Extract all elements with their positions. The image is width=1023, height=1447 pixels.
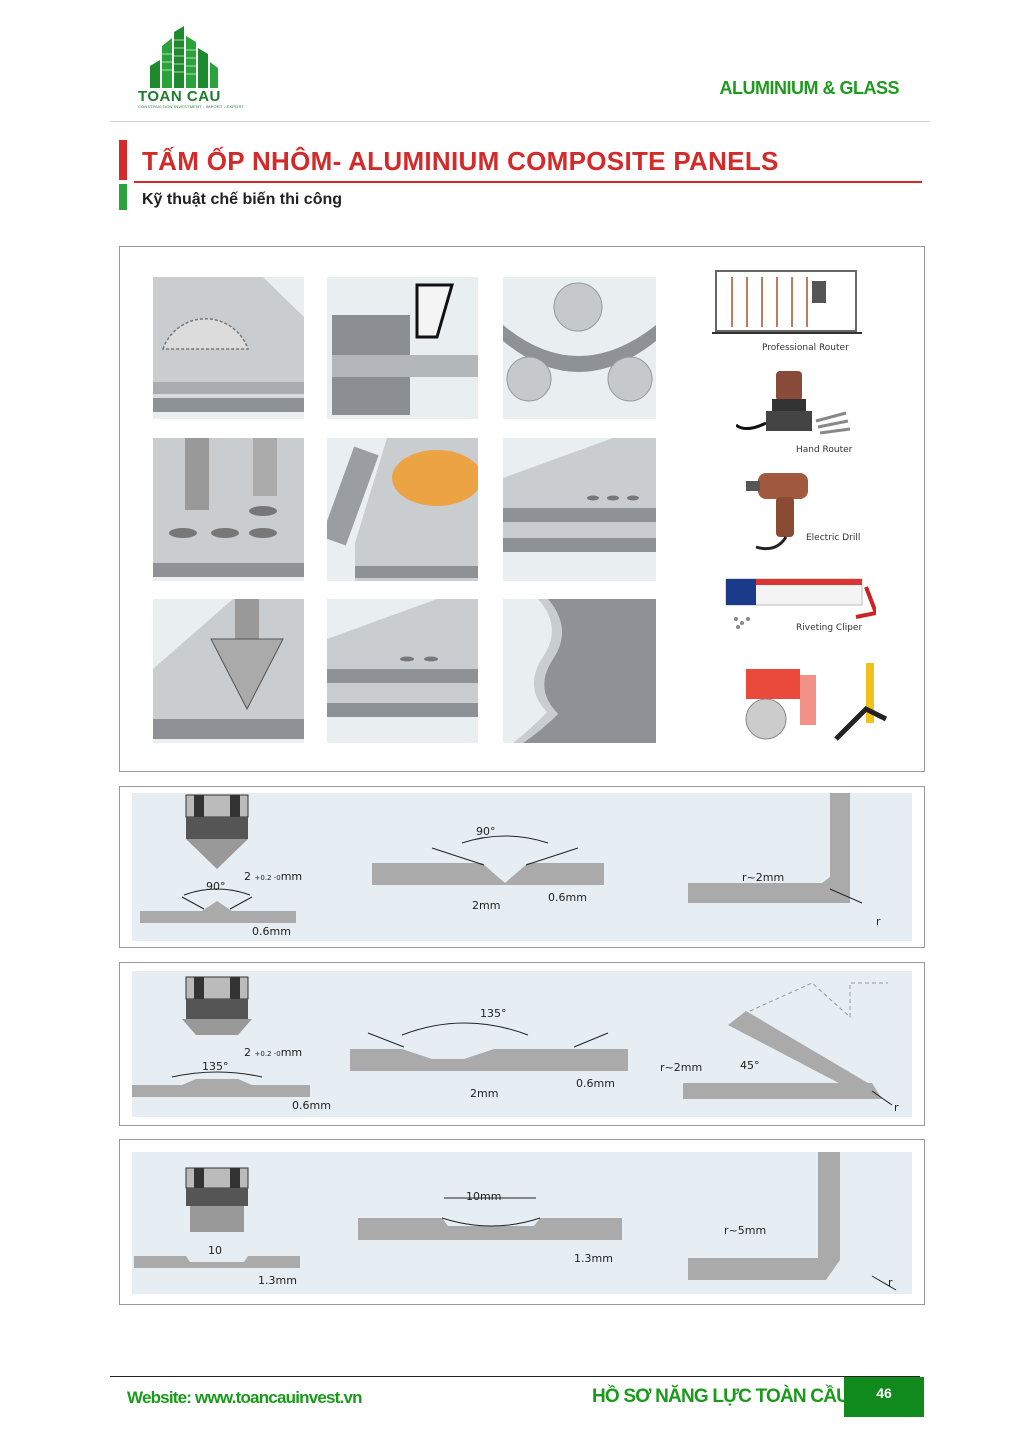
countersink-illustration: [153, 599, 304, 743]
building-logo-icon: [150, 26, 218, 88]
tool-label-professional-router: Professional Router: [762, 343, 849, 353]
row2-bit-angle: 135°: [202, 1060, 229, 1073]
groove-90-panel: 2 +0.2 -0mm 90° 0.6mm 90° 2mm 0.6mm r~2m…: [119, 786, 925, 948]
row1-groove-angle: 90°: [476, 825, 496, 838]
title-accent-bar: [119, 140, 127, 180]
row2-groove-width: 2mm: [470, 1087, 499, 1100]
footer-company: HỒ SƠ NĂNG LỰC TOÀN CẦU: [592, 1386, 850, 1407]
company-logo: TOAN CAU CONSTRUCTION INVESTMENT - IMPOR…: [136, 26, 244, 109]
section-header: ALUMINIUM & GLASS: [719, 78, 900, 98]
footer-divider: [110, 1376, 920, 1377]
tool-label-hand-router: Hand Router: [796, 445, 853, 455]
row1-bit-angle: 90°: [206, 880, 226, 893]
riveting-illustration: [503, 438, 656, 581]
hand-router-icon: [736, 371, 851, 435]
row1-bit-depth: 0.6mm: [252, 925, 291, 938]
logo-name: TOAN CAU: [138, 88, 221, 105]
row3-bend-r: r: [888, 1276, 893, 1289]
row1-bit-gap: 2 +0.2 -0mm: [244, 870, 303, 883]
row2-bit-depth: 0.6mm: [292, 1099, 331, 1112]
row1-bend-radius: r~2mm: [742, 871, 785, 884]
footer-website: Website: www.toancauinvest.vn: [127, 1388, 363, 1407]
row2-bend-angle: 45°: [740, 1059, 760, 1072]
row2-groove-depth: 0.6mm: [576, 1077, 615, 1090]
page-subtitle: Kỹ thuật chế biến thi công: [142, 191, 343, 208]
process-panel: Professional Router Hand Router Electric…: [119, 246, 925, 772]
groove-135-panel: 2 +0.2 -0mm 135° 0.6mm 135° 2mm 0.6mm r~…: [119, 962, 925, 1126]
roll-bending-illustration: [503, 277, 656, 419]
saw-cutting-illustration: [153, 277, 304, 419]
subtitle-accent-bar: [119, 184, 127, 210]
row3-groove-width: 10mm: [466, 1190, 502, 1203]
title-underline: [134, 181, 922, 183]
tools-column: Professional Router Hand Router Electric…: [706, 267, 896, 747]
electric-drill-icon: [746, 473, 808, 551]
screw-fixing-illustration: [327, 599, 478, 743]
professional-router-icon: [712, 270, 862, 334]
row1-bend-r: r: [876, 915, 881, 928]
drilling-illustration: [153, 438, 304, 581]
page-title: TẤM ỐP NHÔM- ALUMINIUM COMPOSITE PANELS: [142, 146, 779, 176]
cutting-tools-icon: [745, 663, 888, 741]
row1-groove-depth: 0.6mm: [548, 891, 587, 904]
tool-label-riveting-cliper: Riveting Cliper: [796, 623, 863, 633]
riveting-cliper-icon: [725, 578, 876, 629]
curved-cutting-illustration: [503, 599, 656, 743]
row1-groove-width: 2mm: [472, 899, 501, 912]
row3-bend-radius: r~5mm: [724, 1224, 767, 1237]
row2-groove-angle: 135°: [480, 1007, 507, 1020]
row3-bit-depth: 1.3mm: [258, 1274, 297, 1287]
shear-cutting-illustration: [327, 277, 478, 419]
row2-bend-radius: r~2mm: [660, 1061, 703, 1074]
spray-painting-illustration: [321, 438, 482, 581]
logo-tagline: CONSTRUCTION INVESTMENT - IMPORT - EXPOR…: [138, 104, 245, 109]
page-number: 46: [844, 1377, 924, 1417]
row3-groove-depth: 1.3mm: [574, 1252, 613, 1265]
row3-bit-width: 10: [208, 1244, 222, 1257]
row2-bit-gap: 2 +0.2 -0mm: [244, 1046, 303, 1059]
groove-10mm-panel: 10 1.3mm 10mm 1.3mm r~5mm r: [119, 1139, 925, 1305]
header-divider: [110, 121, 930, 122]
row2-bend-r: r: [894, 1101, 899, 1114]
tool-label-electric-drill: Electric Drill: [806, 533, 861, 543]
